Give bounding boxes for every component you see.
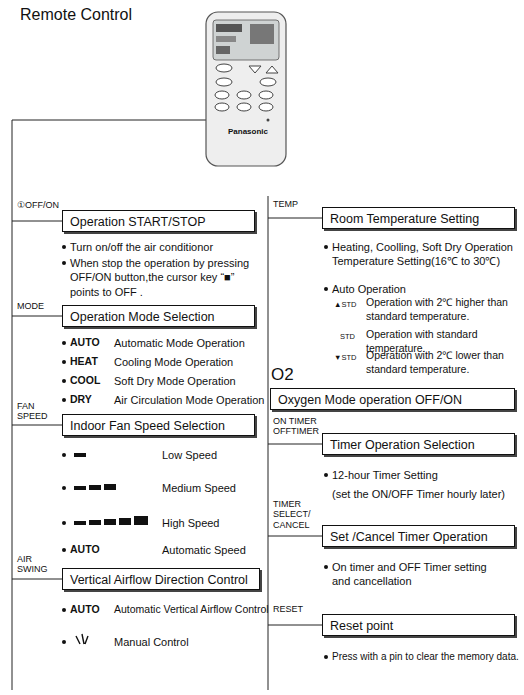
description-text: Operation with 2℃ lower than standard te…	[366, 349, 520, 376]
description-text: Manual Control	[114, 635, 189, 649]
section-heading: Operation Mode Selection	[63, 308, 222, 327]
description-text: Cooling Mode Operation	[114, 355, 233, 369]
section-heading: Oxygen Mode operation OFF/ON	[271, 391, 469, 410]
section-box: FAN SPEEDIndoor Fan Speed Selection	[62, 414, 255, 436]
description-text: Press with a pin to clear the memory dat…	[332, 650, 519, 663]
section-box: TEMPRoom Temperature Setting	[322, 207, 515, 229]
button-name: O2	[271, 365, 311, 385]
description-text: High Speed	[162, 516, 220, 530]
bullet-dots	[62, 245, 328, 659]
section-box: AIR SWINGVertical Airflow Direction Cont…	[62, 568, 260, 590]
description-text: Auto Operation	[332, 282, 406, 296]
brand-logo: Panasonic	[228, 127, 268, 137]
description-text: DRY	[70, 393, 92, 407]
description-text: Operation with 2℃ higher than standard t…	[366, 296, 520, 323]
description-text: 12-hour Timer Setting	[332, 468, 438, 482]
button-name: ①OFF/ON	[17, 200, 77, 210]
section-box: RESETReset point	[322, 614, 515, 636]
description-text: ▲STD	[334, 300, 356, 310]
button-name: ON TIMER OFFTIMER	[273, 416, 321, 437]
section-heading: Operation START/STOP	[63, 213, 212, 232]
section-heading: Room Temperature Setting	[323, 210, 486, 229]
description-text: Soft Dry Mode Operation	[114, 374, 236, 388]
description-text: Low Speed	[162, 448, 217, 462]
button-name: FAN SPEED	[17, 401, 55, 422]
section-heading: Set /Cancel Timer Operation	[323, 528, 495, 547]
description-text: Automatic Speed	[162, 543, 246, 557]
description-text: ▼STD	[334, 353, 356, 363]
swing-icon	[76, 634, 88, 644]
description-text: COOL	[70, 374, 100, 388]
description-text: Automatic Mode Operation	[114, 336, 245, 350]
button-name: RESET	[273, 604, 319, 614]
description-text: AUTO	[70, 603, 100, 617]
section-box: ON TIMER OFFTIMERTimer Operation Selecti…	[322, 433, 515, 455]
description-text: Medium Speed	[162, 481, 236, 495]
description-text: HEAT	[70, 355, 98, 369]
description-text: AUTO	[70, 543, 100, 557]
section-heading: Reset point	[323, 617, 400, 636]
description-text: Automatic Vertical Airflow Control	[114, 603, 269, 617]
section-box: ①OFF/ONOperation START/STOP	[62, 210, 255, 232]
button-name: TIMER SELECT/ CANCEL	[273, 499, 319, 530]
description-text: Heating, Coolling, Soft Dry Operation Te…	[332, 240, 520, 269]
page-title: Remote Control	[20, 6, 132, 24]
button-name: TEMP	[273, 199, 317, 209]
section-box: O2Oxygen Mode operation OFF/ON	[270, 388, 515, 410]
remote-control	[206, 12, 286, 166]
description-text: STD	[340, 332, 355, 342]
section-heading: Timer Operation Selection	[323, 436, 482, 455]
description-text: (set the ON/OFF Timer hourly later)	[332, 487, 505, 501]
button-name: MODE	[17, 301, 61, 311]
description-text: Air Circulation Mode Operation	[114, 393, 264, 407]
section-heading: Vertical Airflow Direction Control	[63, 571, 255, 590]
description-text: When stop the operation by pressing OFF/…	[70, 256, 260, 299]
button-name: AIR SWING	[17, 554, 53, 575]
description-text: Turn on/off the air conditionor	[70, 240, 213, 254]
section-box: MODEOperation Mode Selection	[62, 305, 255, 327]
description-text: AUTO	[70, 336, 100, 350]
description-text: On timer and OFF Timer setting and cance…	[332, 560, 492, 589]
fan-speed-bars	[74, 453, 148, 525]
section-box: TIMER SELECT/ CANCELSet /Cancel Timer Op…	[322, 525, 515, 547]
section-heading: Indoor Fan Speed Selection	[63, 417, 232, 436]
